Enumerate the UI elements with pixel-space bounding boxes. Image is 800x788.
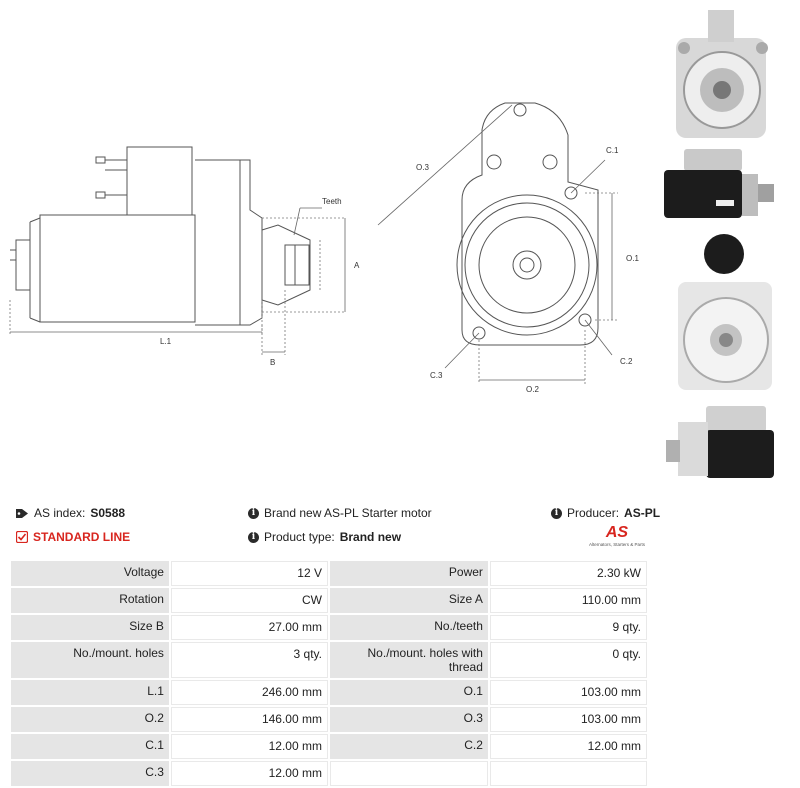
producer-row: i Producer: AS-PL (551, 506, 660, 520)
label-c2: C.2 (620, 357, 633, 366)
label-teeth: Teeth (322, 197, 342, 206)
product-photo-angle (666, 406, 774, 478)
solenoid-outline (126, 146, 193, 216)
spec-label: O.2 (11, 707, 169, 732)
spec-value: 12.00 mm (170, 734, 328, 759)
spec-label: Size A (329, 588, 488, 613)
spec-label: Power (329, 561, 488, 586)
product-type-value: Brand new (339, 530, 402, 544)
as-pl-logo: AS Alternators, Starters & Parts (584, 524, 650, 554)
spec-value: 27.00 mm (170, 615, 328, 640)
o3-dimension-line (377, 104, 513, 226)
label-o3: O.3 (416, 163, 429, 172)
spec-label: Voltage (11, 561, 169, 586)
product-photo-rear (678, 234, 772, 390)
spec-value: 9 qty. (489, 615, 647, 640)
motor-body-outline (39, 214, 196, 323)
spec-value: 146.00 mm (170, 707, 328, 732)
checkbox-checked-icon (16, 531, 28, 543)
product-photo-front (676, 10, 768, 138)
label-o2: O.2 (526, 385, 539, 394)
spec-label (329, 761, 488, 786)
spec-label: L.1 (11, 680, 169, 705)
info-icon: i (551, 507, 562, 519)
spec-label: O.1 (329, 680, 488, 705)
producer-value: AS-PL (624, 506, 661, 520)
flange-outline (195, 159, 263, 326)
spec-label: O.3 (329, 707, 488, 732)
spec-label: No./mount. holes with thread (329, 642, 488, 678)
product-photo-side (664, 149, 774, 218)
label-l1: L.1 (160, 337, 172, 346)
label-b: B (270, 358, 275, 367)
description-row: i Brand new AS-PL Starter motor (248, 506, 432, 520)
spec-label: No./mount. holes (11, 642, 169, 678)
spec-label: Size B (11, 615, 169, 640)
spec-value: 103.00 mm (489, 680, 647, 705)
spec-value: 0 qty. (489, 642, 647, 678)
spec-value: 246.00 mm (170, 680, 328, 705)
label-o1: O.1 (626, 254, 639, 263)
spec-value: 2.30 kW (489, 561, 647, 586)
description-text: Brand new AS-PL Starter motor (264, 506, 432, 520)
standard-line-row: STANDARD LINE (16, 530, 130, 544)
as-index-row: AS index: S0588 (16, 506, 125, 520)
product-type-row: i Product type: Brand new (248, 530, 401, 544)
spec-value: 12 V (170, 561, 328, 586)
product-type-label: Product type: (264, 530, 335, 544)
tag-icon (16, 508, 28, 518)
logo-tagline: Alternators, Starters & Parts (588, 542, 646, 547)
front-housing-outline (461, 102, 599, 346)
as-index-value: S0588 (90, 506, 126, 520)
info-icon: i (248, 507, 259, 519)
spec-value: 3 qty. (170, 642, 328, 678)
producer-label: Producer: (567, 506, 620, 520)
spec-value: CW (170, 588, 328, 613)
technical-drawing: Teeth A B L.1 O.1 O.2 O.3 C.1 C.2 C.3 (9, 102, 639, 394)
label-a: A (354, 261, 360, 270)
spec-label: C.1 (11, 734, 169, 759)
info-icon: i (248, 531, 259, 543)
spec-label: No./teeth (329, 615, 488, 640)
spec-label: C.3 (11, 761, 169, 786)
spec-value: 110.00 mm (489, 588, 647, 613)
spec-value (489, 761, 647, 786)
spec-value: 103.00 mm (489, 707, 647, 732)
spec-value: 12.00 mm (489, 734, 647, 759)
label-c3: C.3 (430, 371, 443, 380)
spec-label: Rotation (11, 588, 169, 613)
spec-label: C.2 (329, 734, 488, 759)
logo-text: AS (605, 524, 629, 541)
standard-line-label: STANDARD LINE (33, 530, 131, 544)
spec-value: 12.00 mm (170, 761, 328, 786)
label-c1: C.1 (606, 146, 619, 155)
as-index-label: AS index: (34, 506, 86, 520)
